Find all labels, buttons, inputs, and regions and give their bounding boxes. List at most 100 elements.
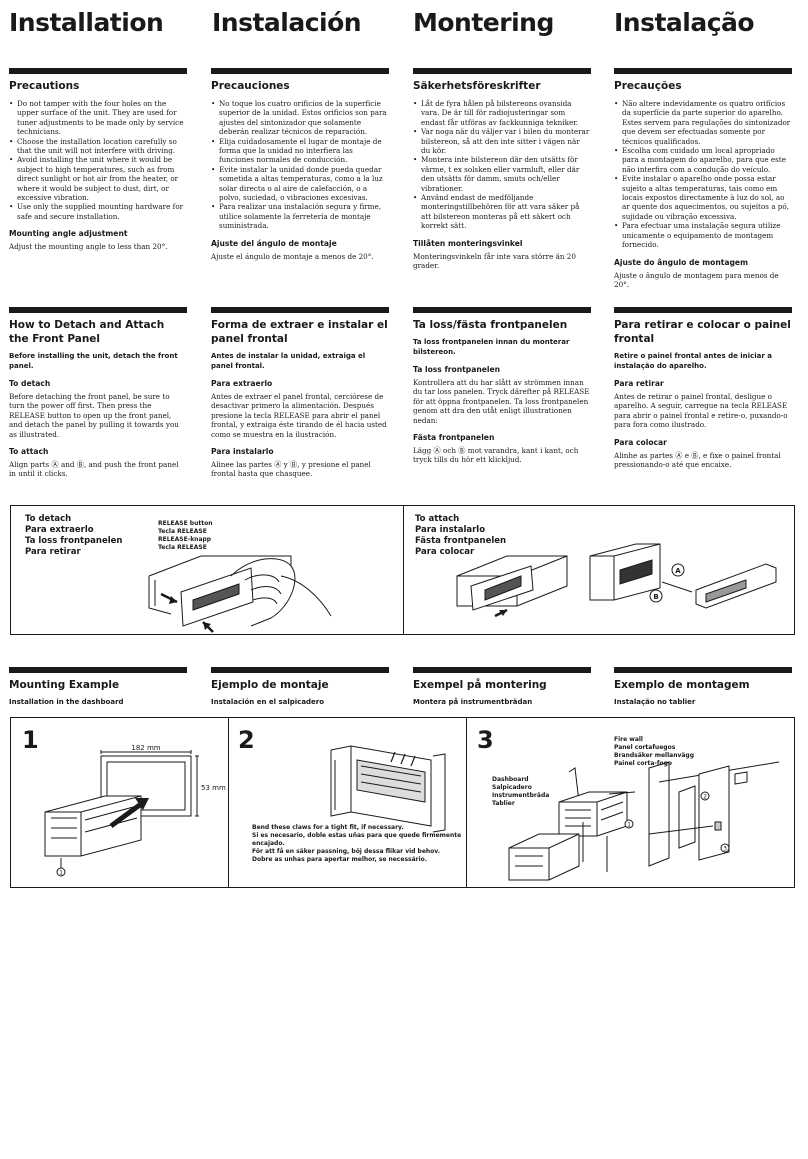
marker-a-icon: [671, 563, 685, 577]
title-sv: Montering: [413, 8, 554, 37]
marker-a-text: A: [675, 567, 681, 575]
section-rule: [211, 667, 389, 673]
list-item: Avoid installing the unit where it would…: [9, 155, 187, 202]
list-item: Montera inte bilstereon där den utsätts …: [413, 155, 591, 193]
precautions-sv: Säkerhetsföreskrifter Låt de fyra hålen …: [413, 68, 591, 271]
precautions-pt: Precauções Não altere indevidamente os q…: [614, 68, 792, 289]
step-2-number: 2: [238, 726, 255, 754]
precautions-heading: Precauções: [614, 80, 682, 92]
height-dimension: 53 mm: [201, 784, 226, 792]
attach-detail-illustration: A B: [589, 543, 777, 609]
callout-3-text: 3: [723, 846, 727, 853]
precautions-heading: Säkerhetsföreskrifter: [413, 80, 541, 92]
to-attach-text: Alinee las partes Ⓐ y Ⓑ, y presione el p…: [211, 460, 371, 479]
precautions-list: Låt de fyra hålen på bilstereons ovansid…: [413, 99, 591, 231]
detach-heading: How to Detach and Attach the Front Panel: [9, 319, 165, 345]
section-rule: [9, 68, 187, 74]
mounting-pt: Exemplo de montagem Instalação no tablie…: [614, 667, 792, 714]
angle-text: Ajuste el ángulo de montaje a menos de 2…: [211, 251, 374, 261]
step-3-number: 3: [477, 726, 494, 754]
callout-3-icon: [720, 843, 730, 853]
detach-lead: Ta loss frontpanelen innan du monterar b…: [413, 338, 570, 356]
step-divider: [466, 718, 467, 887]
attach-illustration: [456, 555, 568, 618]
list-item: Para realizar una instalación segura y f…: [211, 202, 389, 230]
marker-b-text: B: [653, 593, 658, 601]
list-item: Elija cuidadosamente el lugar de montaje…: [211, 137, 389, 165]
detach-es: Forma de extraer e instalar el panel fro…: [211, 307, 389, 479]
section-rule: [614, 667, 792, 673]
step-1-illustration: 182 mm 53 mm 1: [44, 744, 226, 877]
dashboard-labels: Dashboard Salpicadero Instrumentbräda Ta…: [492, 776, 550, 807]
mounting-es: Ejemplo de montaje Instalación en el sal…: [211, 667, 389, 714]
callout-1-text: 1: [627, 822, 631, 829]
step-divider: [228, 718, 229, 887]
title-en: Installation: [9, 8, 164, 37]
to-detach-heading: To detach: [9, 379, 51, 388]
list-item: Do not tamper with the four holes on the…: [9, 99, 187, 137]
list-item: Use only the supplied mounting hardware …: [9, 202, 187, 221]
attach-labels: To attach Para instalarlo Fästa frontpan…: [415, 514, 507, 557]
insert-arrow-icon: [135, 798, 149, 810]
list-item: Escolha com cuidado um local apropriado …: [614, 146, 792, 174]
to-detach-text: Antes de extraer el panel frontal, cerci…: [211, 392, 387, 439]
mounting-sub: Instalación en el salpicadero: [211, 698, 325, 706]
mounting-sub: Installation in the dashboard: [9, 698, 124, 706]
step-3-illustration: 1 2 3: [508, 761, 780, 881]
section-rule: [413, 68, 591, 74]
to-attach-text: Alinhe as partes Ⓐ e Ⓑ, e fixe o painel …: [614, 450, 781, 470]
to-detach-heading: Para extraerlo: [211, 379, 273, 388]
section-rule: [614, 307, 792, 313]
mounting-sub: Montera på instrumentbrädan: [413, 698, 533, 706]
detach-lead: Antes de instalar la unidad, extraiga el…: [211, 352, 366, 370]
detach-heading: Forma de extraer e instalar el panel fro…: [211, 319, 388, 345]
list-item: Não altere indevidamente os quatro orifí…: [614, 99, 792, 146]
width-dimension: 182 mm: [131, 744, 160, 752]
detach-lead: Retire o painel frontal antes de iniciar…: [614, 352, 772, 370]
claws-note: Bend these claws for a tight fit, if nec…: [252, 824, 462, 863]
precautions-heading: Precauciones: [211, 80, 290, 92]
to-attach-heading: To attach: [9, 447, 49, 457]
section-rule: [9, 667, 187, 673]
mounting-figure: 1 182 mm 53 mm 1 2: [10, 717, 795, 888]
precautions-heading: Precautions: [9, 80, 80, 92]
angle-heading: Mounting angle adjustment: [9, 229, 128, 239]
callout-1-text: 1: [59, 870, 63, 877]
release-labels: RELEASE button Tecla RELEASE RELEASE-kna…: [158, 520, 213, 551]
callout-1-icon: [624, 819, 634, 829]
callout-2-text: 2: [703, 794, 707, 801]
callout-2-icon: [700, 791, 710, 801]
mounting-sv: Exempel på montering Montera på instrume…: [413, 667, 591, 714]
list-item: No toque los cuatro orificios de la supe…: [211, 99, 389, 137]
section-rule: [614, 68, 792, 74]
mounting-heading: Exemplo de montagem: [614, 679, 750, 691]
mounting-heading: Ejemplo de montaje: [211, 679, 329, 691]
mounting-en: Mounting Example Installation in the das…: [9, 667, 187, 714]
angle-heading: Tillåten monteringsvinkel: [413, 238, 523, 248]
list-item: Var noga när du väljer var i bilen du mo…: [413, 127, 591, 155]
to-detach-text: Before detaching the front panel, be sur…: [9, 392, 179, 439]
precautions-list: Não altere indevidamente os quatro orifí…: [614, 99, 792, 250]
angle-text: Ajuste o ângulo de montagem para menos d…: [614, 270, 779, 289]
detach-en: How to Detach and Attach the Front Panel…: [9, 307, 187, 479]
to-attach-heading: Para colocar: [614, 437, 667, 447]
mounting-heading: Mounting Example: [9, 679, 120, 691]
list-item: Evite instalar o aparelho onde possa est…: [614, 174, 792, 221]
to-detach-heading: Para retirar: [614, 379, 664, 388]
detach-labels: To detach Para extraerlo Ta loss frontpa…: [25, 514, 123, 557]
mounting-sub: Instalação no tablier: [614, 698, 696, 706]
section-rule: [211, 307, 389, 313]
section-rule: [211, 68, 389, 74]
section-rule: [9, 307, 187, 313]
step-2-illustration: [330, 745, 446, 833]
list-item: Para efectuar uma instalação segura util…: [614, 221, 792, 249]
detach-lead: Before installing the unit, detach the f…: [9, 352, 178, 370]
mounting-heading: Exempel på montering: [413, 679, 547, 691]
list-item: Använd endast de medföljande monteringst…: [413, 193, 591, 231]
precautions-list: Do not tamper with the four holes on the…: [9, 99, 187, 221]
to-attach-heading: Para instalarlo: [211, 447, 274, 457]
detach-sv: Ta loss/fästa frontpanelen Ta loss front…: [413, 307, 591, 465]
to-attach-text: Align parts Ⓐ and Ⓑ, and push the front …: [9, 460, 179, 479]
precautions-es: Precauciones No toque los cuatro orifici…: [211, 68, 389, 261]
title-es: Instalación: [212, 8, 362, 37]
